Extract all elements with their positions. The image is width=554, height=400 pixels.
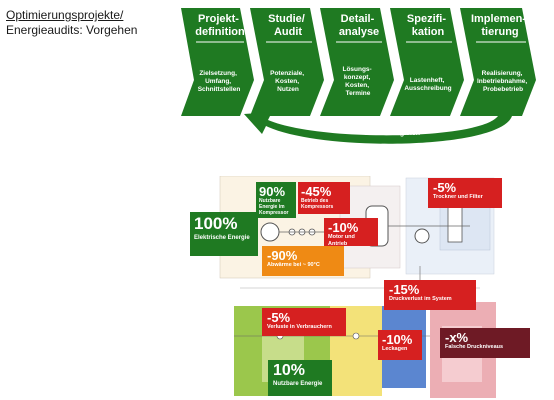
step-chevron-spezifikation	[390, 8, 464, 116]
badge-minus-90-waste-heat: -90% Abwärme bei ~ 90°C	[262, 246, 344, 276]
badge-value: -5%	[267, 310, 291, 325]
feedback-label: Evaluation, Soll/ Ist Abgleich	[364, 121, 420, 137]
feedback-arc	[244, 112, 512, 144]
step-title-studie-audit: Studie/ Audit	[268, 13, 308, 38]
badge-value: -10%	[328, 220, 359, 235]
badge-label: Nutzbare Energie im Kompressor	[259, 198, 289, 216]
badge-value: 100%	[194, 214, 238, 233]
badge-label: Leckagen	[382, 346, 408, 352]
process-step-spezifikation: Spezifi- kation Lastenheft, Ausschreibun…	[390, 8, 464, 116]
step-title-detailanalyse: Detail- analyse	[339, 13, 379, 38]
badge-label: Elektrische Energie	[194, 235, 250, 241]
badge-minus-45-compressor-operation: -45% Betrieb des Kompressors	[298, 182, 350, 214]
step-chevron-detailanalyse	[320, 8, 394, 116]
badge-value: -5%	[433, 180, 457, 195]
page-title-line-1: Optimierungsprojekte/	[6, 8, 124, 22]
schematic-motor-icon	[260, 222, 280, 242]
step-details-spezifikation: Lastenheft, Ausschreibung	[404, 77, 451, 92]
step-details-studie-audit: Potenziale, Kosten, Nutzen	[270, 70, 306, 93]
badge-label: Druckverlust im System	[389, 296, 452, 302]
badge-label: Verluste in Verbrauchern	[267, 324, 332, 330]
process-diagram: Projekt- definition Zielsetzung, Umfang,…	[181, 8, 536, 144]
badge-100-electrical-energy: 100% Elektrische Energie	[190, 212, 258, 256]
step-title-spezifikation: Spezifi- kation	[407, 13, 449, 38]
badge-label: Betrieb des Kompressors	[301, 198, 334, 210]
badge-label: Nutzbare Energie	[273, 381, 323, 387]
badge-label: Abwärme bei ~ 90°C	[267, 262, 320, 268]
badge-minus-x-wrong-pressure-level: -x% Falsche Druckniveaus	[440, 328, 530, 358]
badge-minus-5-dryer-filter: -5% Trockner und Filter	[428, 178, 502, 208]
badge-value: -90%	[267, 248, 298, 263]
process-step-studie-audit: Studie/ Audit Potenziale, Kosten, Nutzen	[250, 8, 324, 116]
badge-minus-5-consumer-losses: -5% Verluste in Verbrauchern	[262, 308, 346, 336]
feedback-arrow: Evaluation, Soll/ Ist Abgleich	[244, 112, 512, 144]
badge-90-usable-energy: 90% Nutzbare Energie im Kompressor	[256, 182, 296, 218]
schematic-dryer-icon	[447, 205, 463, 243]
step-details-detailanalyse: Lösungs- konzept, Kosten, Termine	[342, 66, 373, 97]
badge-value: -15%	[389, 282, 420, 297]
badge-minus-15-pressure-loss: -15% Druckverlust im System	[384, 280, 476, 310]
badge-label: Falsche Druckniveaus	[445, 344, 504, 350]
page-title-line-2: Energieaudits: Vorgehen	[6, 23, 138, 37]
step-chevron-projektdefinition	[181, 8, 254, 116]
process-step-projektdefinition: Projekt- definition Zielsetzung, Umfang,…	[181, 8, 254, 116]
step-details-implementierung: Realisierung, Inbetriebnahme, Probebetri…	[477, 70, 529, 93]
step-details-projektdefinition: Zielsetzung, Umfang, Schnittstellen	[198, 70, 241, 93]
step-title-projektdefinition: Projekt- definition	[195, 13, 245, 38]
compressed-air-schematic	[219, 176, 496, 398]
badge-value: -10%	[382, 332, 413, 347]
page-title: Optimierungsprojekte/ Energieaudits: Vor…	[6, 8, 137, 38]
badge-minus-10-leakages: -10% Leckagen	[378, 330, 422, 360]
step-chevron-studie-audit	[250, 8, 324, 116]
step-title-implementierung: Implemen- tierung	[471, 13, 529, 38]
badge-label: Trockner und Filter	[433, 194, 483, 200]
badge-value: 10%	[273, 362, 306, 379]
badge-minus-10-motor-drive: -10% Motor und Antrieb	[324, 218, 378, 247]
process-step-detailanalyse: Detail- analyse Lösungs- konzept, Kosten…	[320, 8, 394, 116]
schematic-filter-icon	[414, 228, 430, 244]
badge-value: -45%	[301, 184, 332, 199]
process-step-implementierung: Implemen- tierung Realisierung, Inbetrie…	[460, 8, 536, 116]
schematic-valve-icon	[352, 332, 360, 340]
badge-value: -x%	[445, 330, 469, 345]
badge-value: 90%	[259, 184, 286, 199]
step-chevron-implementierung	[460, 8, 536, 116]
badge-10-usable-energy: 10% Nutzbare Energie	[268, 360, 332, 396]
badge-label: Motor und Antrieb	[328, 234, 355, 247]
